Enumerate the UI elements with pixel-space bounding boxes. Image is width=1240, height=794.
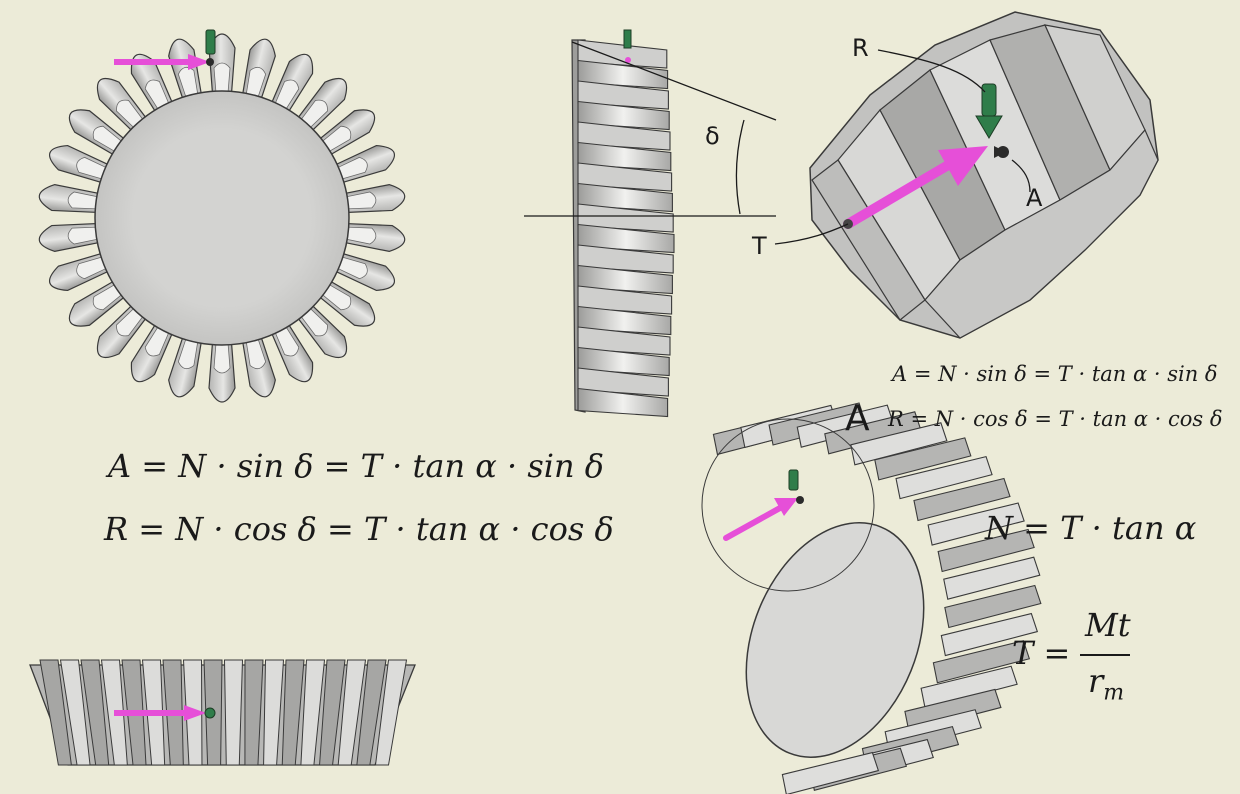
delta-label: δ (705, 122, 720, 150)
tangential-force-label: T (752, 232, 767, 260)
axial-force-equation: A = N · sin δ = T · tan α · sin δ (108, 447, 605, 485)
radial-force-label: R (852, 34, 869, 62)
tangential-numerator: Mt (1085, 606, 1131, 644)
iso-gear-icon (701, 402, 1042, 794)
front-gear-icon (38, 29, 406, 403)
tangential-denominator: rm (1088, 662, 1125, 706)
normal-force-equation: N = T · tan α (985, 509, 1197, 547)
axial-force-equation-small: A = N · sin δ = T · tan α · sin δ (892, 362, 1218, 386)
delta-angle-lines (524, 41, 777, 217)
detail-A-label: A (845, 398, 870, 439)
fraction-bar (1080, 654, 1130, 656)
radial-force-equation: R = N · cos δ = T · tan α · cos δ (104, 510, 614, 548)
side-gear-icon (571, 29, 675, 418)
radial-force-equation-small: R = N · cos δ = T · tan α · cos δ (888, 407, 1223, 431)
zoom-gear-icon (774, 11, 1159, 339)
axial-force-label: A (1026, 184, 1043, 212)
tangential-force-lhs: T = (1012, 634, 1071, 672)
bottom-gear-icon (29, 659, 416, 766)
